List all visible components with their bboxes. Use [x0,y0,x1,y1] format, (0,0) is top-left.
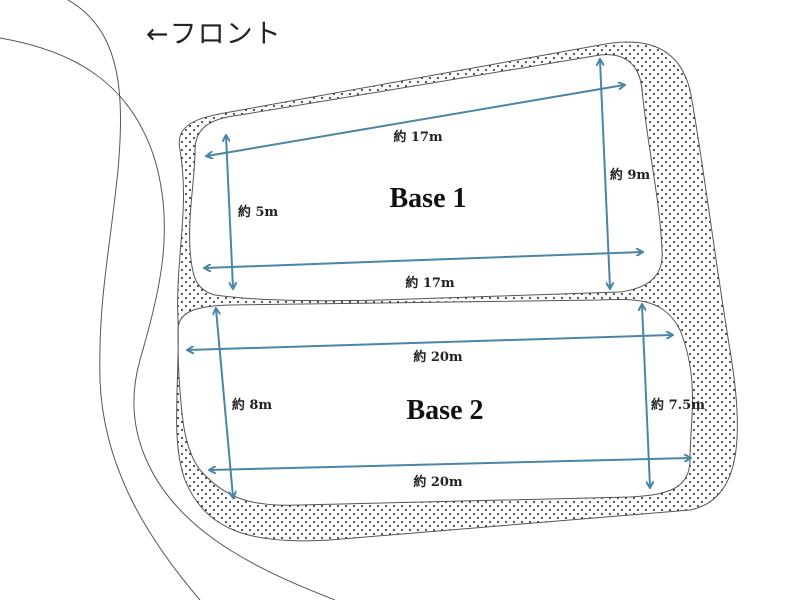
base2-right-dimension-arrow [642,305,650,487]
base2-top-dimension-arrow [188,335,672,350]
base2-left-width: 約 8m [232,397,273,413]
base1-left-dimension-arrow [226,136,233,288]
base2-title: Base 2 [407,395,484,426]
base1-title: Base 1 [390,183,467,214]
base2-right-width: 約 7.5m [651,397,705,413]
base2-bottom-length: 約 20m [413,474,463,490]
base1-bottom-length: 約 17m [405,275,455,291]
base1-right-width: 約 9m [610,167,651,183]
base2-bottom-dimension-arrow [210,458,690,470]
base2-left-dimension-arrow [216,309,233,497]
base1-right-dimension-arrow [600,60,610,288]
road-edge-inner [67,0,201,600]
base1-top-length: 約 17m [393,129,443,145]
road-edge-outer [0,37,336,600]
base1-top-dimension-arrow [207,85,624,156]
base2-top-length: 約 20m [413,349,463,365]
front-direction-label: ←フロント [146,19,282,50]
dotted-perimeter-area [176,41,738,542]
base1-bottom-dimension-arrow [205,252,642,268]
base1-left-width: 約 5m [238,204,279,220]
